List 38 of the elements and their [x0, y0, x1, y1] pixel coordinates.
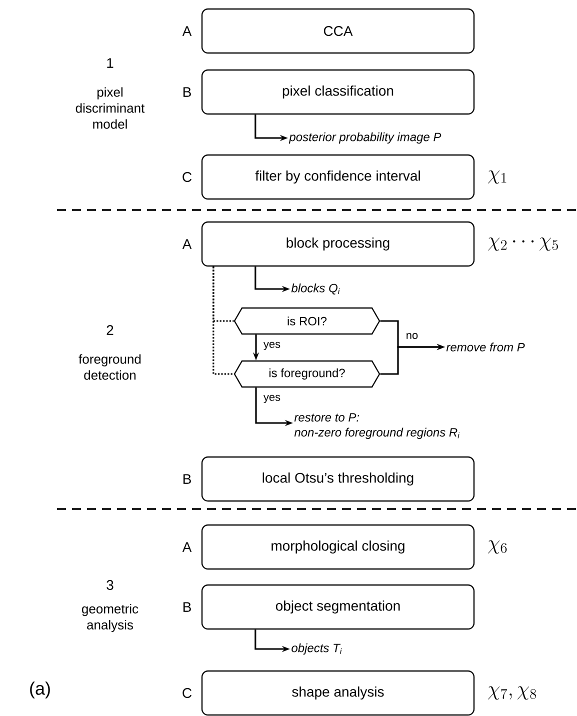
- stage-number: 1: [107, 58, 114, 68]
- stage-label: geometric analysis: [82, 604, 138, 632]
- step-letter: C: [182, 688, 192, 698]
- process-box: object segmentation: [201, 584, 475, 630]
- parameter-formula: $\chi_{7},\chi_{8}$: [488, 686, 536, 700]
- stage-label: pixel discriminant model: [76, 87, 145, 129]
- dotted-connector: [212, 266, 234, 375]
- output-label: posterior probability image P: [288, 132, 442, 144]
- output-label: objects T$_{i}$: [292, 643, 342, 655]
- step-letter: B: [183, 87, 191, 97]
- edge-label: no: [406, 333, 418, 340]
- process-box: block processing: [201, 221, 475, 267]
- process-box: shape analysis: [201, 670, 475, 716]
- output-label: remove from P: [446, 342, 525, 352]
- process-box: morphological closing: [201, 524, 475, 570]
- panel-label: (a): [30, 682, 50, 698]
- process-box: local Otsu’s thresholding: [201, 456, 475, 502]
- step-letter: A: [182, 239, 192, 249]
- stage-number: 3: [106, 580, 114, 590]
- process-box: CCA: [201, 8, 475, 54]
- decision-hexagon: is ROI?: [234, 307, 380, 335]
- output-label: restore to P: non-zero foreground regions R$_{i}$: [294, 413, 460, 439]
- step-letter: A: [182, 542, 192, 552]
- step-letter: B: [183, 474, 191, 484]
- edge-label: yes: [263, 342, 280, 350]
- decision-hexagon: is foreground?: [234, 360, 380, 388]
- parameter-formula: $\chi_{6}$: [488, 540, 507, 554]
- step-letter: A: [182, 26, 192, 36]
- stage-number: 2: [106, 325, 114, 335]
- process-box: filter by confidence interval: [201, 154, 475, 200]
- step-letter: C: [182, 172, 192, 182]
- edge-label: yes: [263, 394, 280, 404]
- parameter-formula: $\chi_{2}\cdots\chi_{5}$: [488, 237, 558, 251]
- step-letter: B: [183, 602, 191, 612]
- process-box: pixel classification: [201, 69, 475, 115]
- parameter-formula: $\chi_{1}$: [488, 170, 506, 184]
- output-label: blocks Q$_{i}$: [291, 284, 340, 294]
- stage-label: foreground detection: [78, 354, 141, 380]
